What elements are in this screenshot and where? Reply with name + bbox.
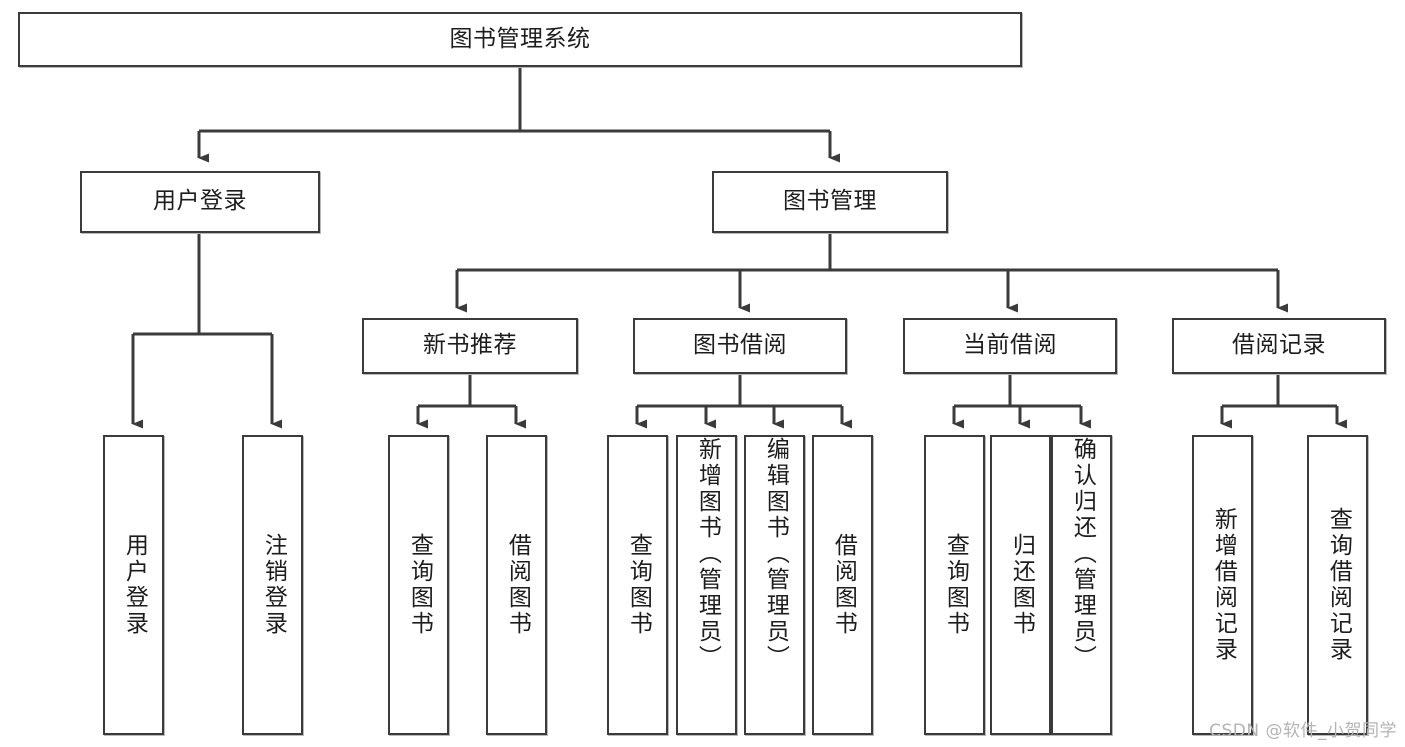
node-leaf-query-record[interactable]: 查询借阅记录 bbox=[1307, 435, 1368, 735]
node-leaf-borrow-book-1[interactable]: 借阅图书 bbox=[486, 435, 547, 735]
node-leaf-borrow-book-2-label: 借阅图书 bbox=[830, 533, 857, 637]
node-leaf-user-login-label: 用户登录 bbox=[121, 533, 148, 637]
node-leaf-add-book-label: 新增图书（管理员） bbox=[694, 437, 721, 671]
node-book-borrow-label: 图书借阅 bbox=[693, 332, 787, 359]
node-leaf-add-record[interactable]: 新增借阅记录 bbox=[1192, 435, 1253, 735]
node-leaf-add-book[interactable]: 新增图书（管理员） bbox=[676, 435, 737, 735]
node-borrow-record-label: 借阅记录 bbox=[1232, 332, 1326, 359]
node-leaf-query-book-1-label: 查询图书 bbox=[406, 533, 433, 637]
node-leaf-confirm-return-label: 确认归还（管理员） bbox=[1069, 437, 1096, 671]
node-book-manage-label: 图书管理 bbox=[783, 188, 877, 215]
node-leaf-add-record-label: 新增借阅记录 bbox=[1210, 507, 1237, 663]
node-leaf-borrow-book-2[interactable]: 借阅图书 bbox=[812, 435, 873, 735]
node-root-label: 图书管理系统 bbox=[449, 25, 591, 52]
node-leaf-query-book-2[interactable]: 查询图书 bbox=[607, 435, 668, 735]
node-user-login-label: 用户登录 bbox=[153, 188, 247, 215]
node-new-book-recommend[interactable]: 新书推荐 bbox=[362, 318, 578, 374]
node-leaf-user-login[interactable]: 用户登录 bbox=[103, 435, 164, 735]
node-book-manage[interactable]: 图书管理 bbox=[712, 171, 948, 233]
node-leaf-edit-book[interactable]: 编辑图书（管理员） bbox=[744, 435, 805, 735]
csdn-watermark: CSDN @软件_小贺同学 bbox=[1209, 721, 1397, 741]
node-leaf-query-book-2-label: 查询图书 bbox=[625, 533, 652, 637]
node-borrow-record[interactable]: 借阅记录 bbox=[1172, 318, 1386, 374]
node-leaf-logout-login[interactable]: 注销登录 bbox=[242, 435, 303, 735]
node-book-borrow[interactable]: 图书借阅 bbox=[633, 318, 847, 374]
node-leaf-edit-book-label: 编辑图书（管理员） bbox=[762, 437, 789, 671]
node-leaf-query-book-1[interactable]: 查询图书 bbox=[388, 435, 449, 735]
node-current-borrow[interactable]: 当前借阅 bbox=[903, 318, 1117, 374]
node-leaf-query-book-3-label: 查询图书 bbox=[942, 533, 969, 637]
node-leaf-return-book-label: 归还图书 bbox=[1008, 533, 1035, 637]
node-leaf-logout-login-label: 注销登录 bbox=[260, 533, 287, 637]
node-user-login[interactable]: 用户登录 bbox=[80, 171, 320, 233]
node-root[interactable]: 图书管理系统 bbox=[18, 12, 1022, 67]
node-current-borrow-label: 当前借阅 bbox=[963, 332, 1057, 359]
node-leaf-query-record-label: 查询借阅记录 bbox=[1325, 507, 1352, 663]
node-leaf-query-book-3[interactable]: 查询图书 bbox=[924, 435, 985, 735]
node-new-book-recommend-label: 新书推荐 bbox=[423, 332, 517, 359]
node-leaf-confirm-return[interactable]: 确认归还（管理员） bbox=[1051, 435, 1112, 735]
node-leaf-return-book[interactable]: 归还图书 bbox=[990, 435, 1051, 735]
node-leaf-borrow-book-1-label: 借阅图书 bbox=[504, 533, 531, 637]
